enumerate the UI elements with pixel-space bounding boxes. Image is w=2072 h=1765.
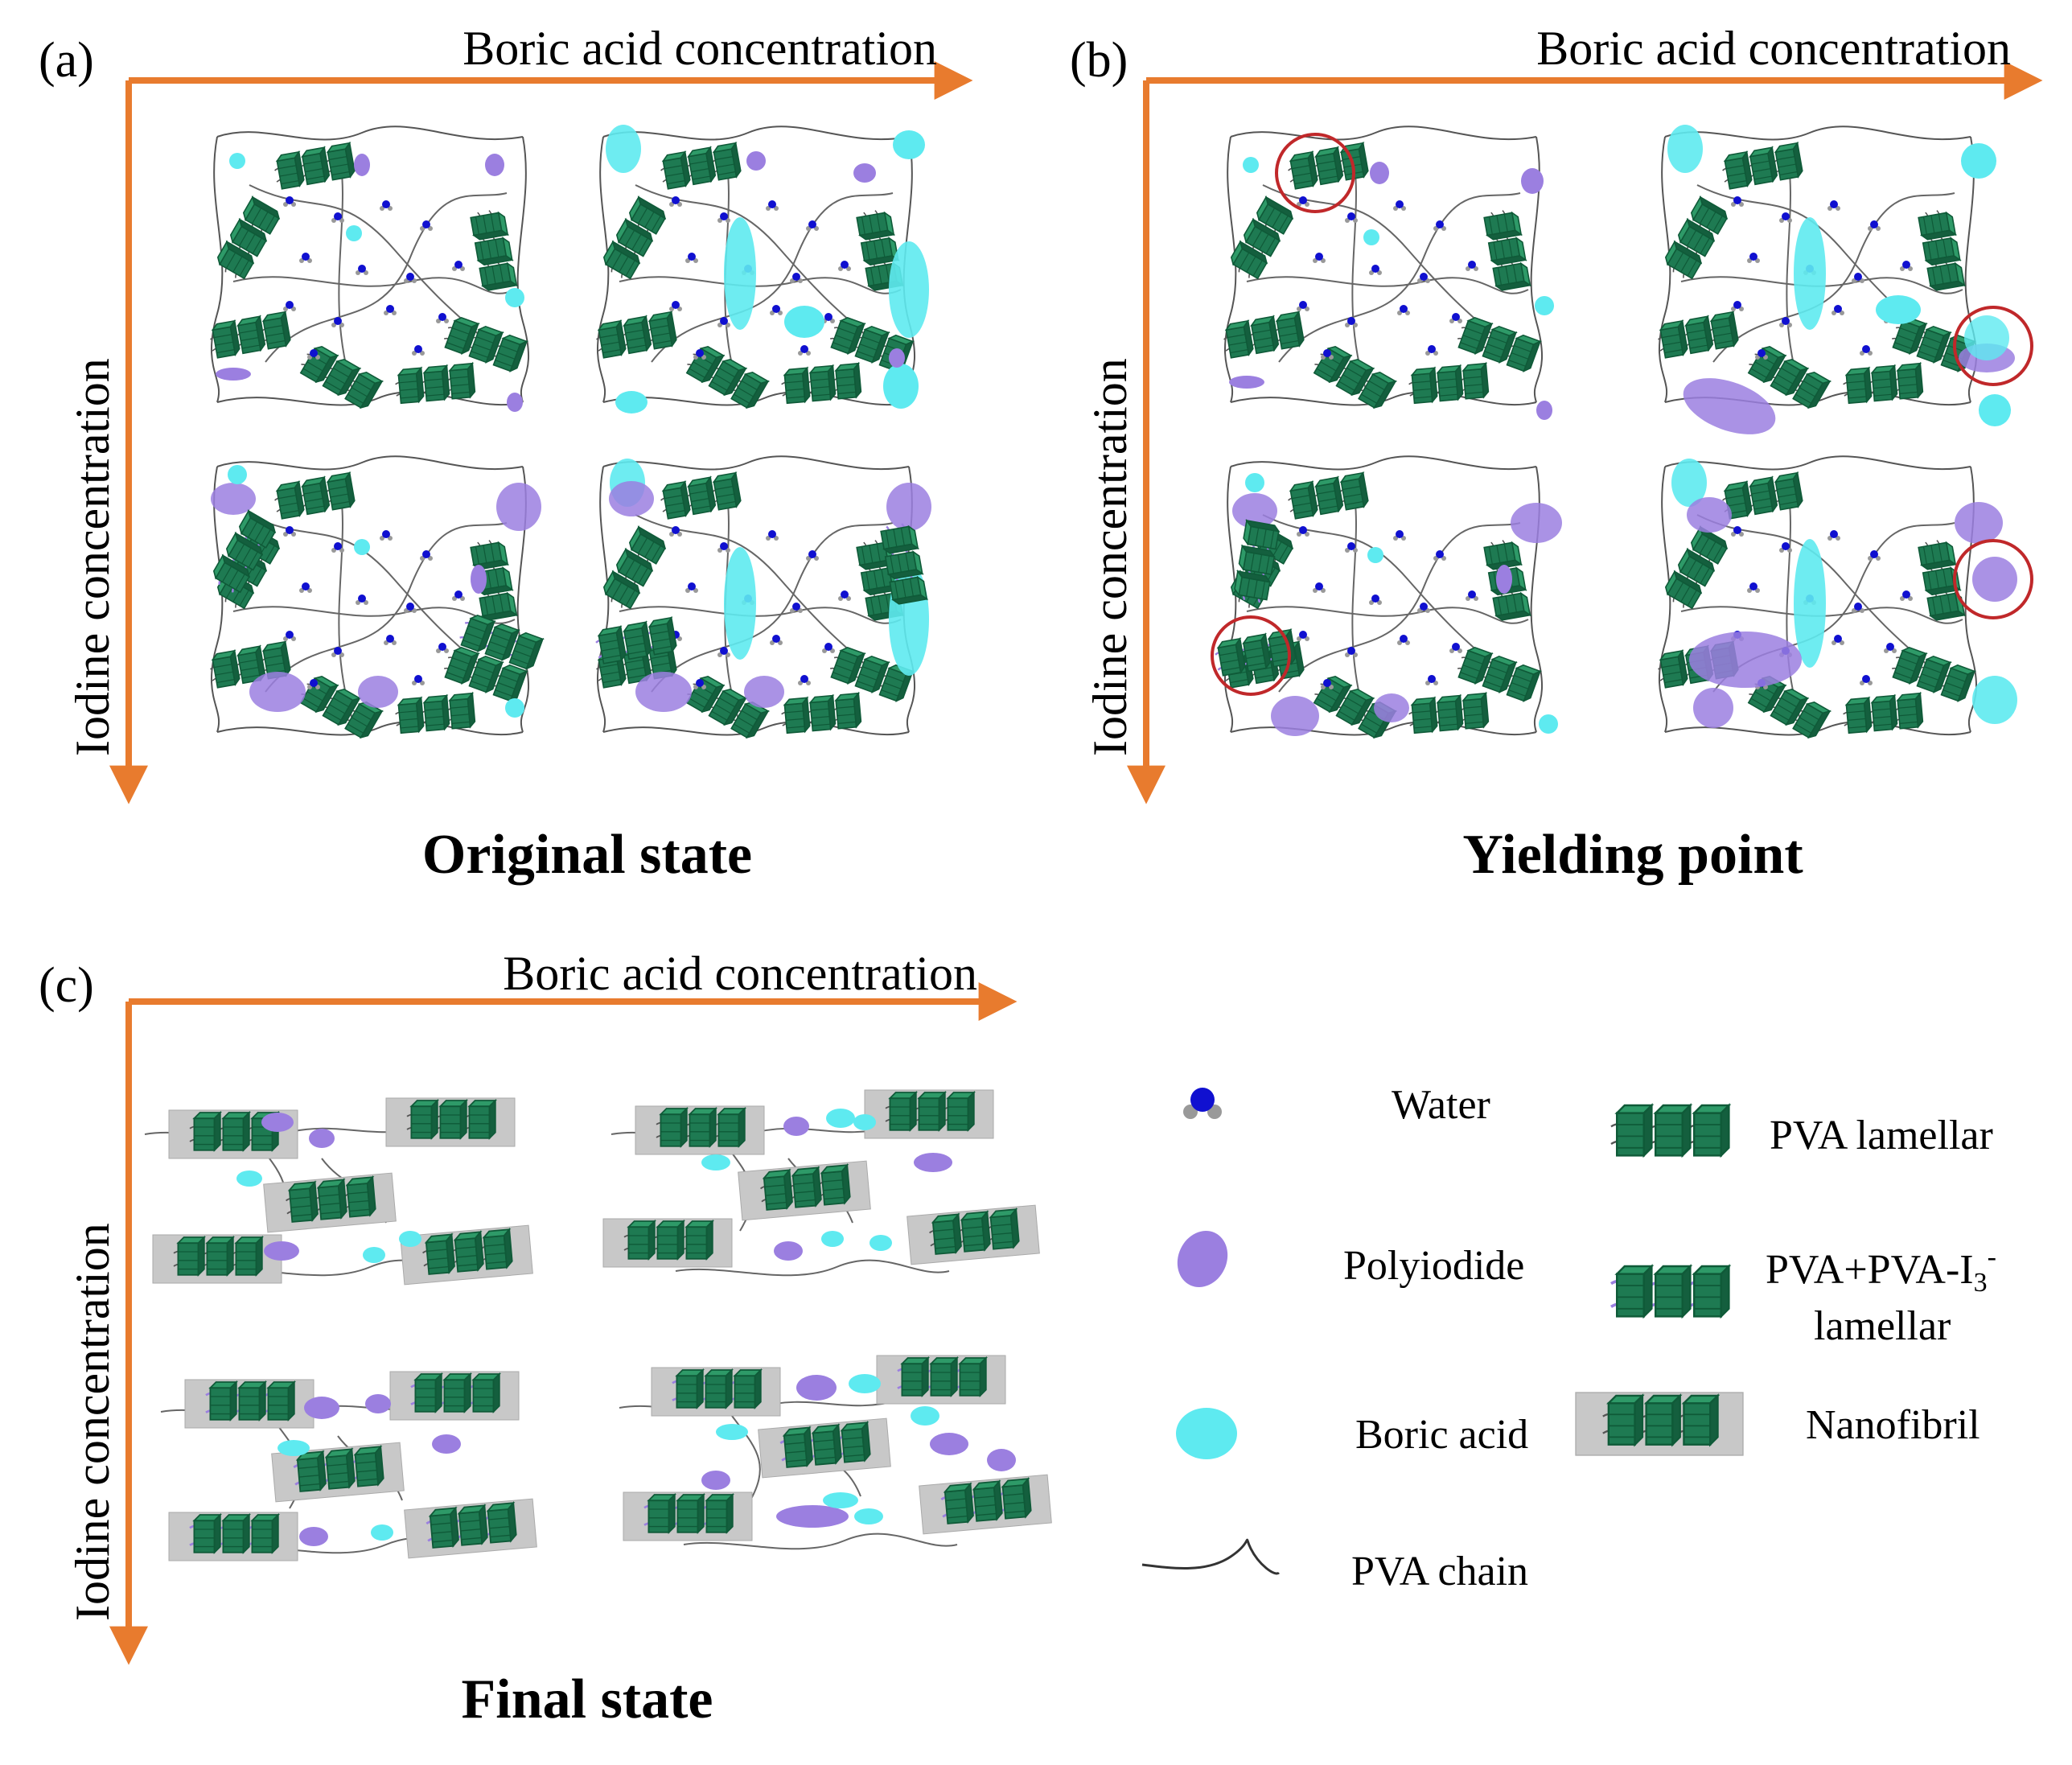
pva-i3-lamellar-icon bbox=[1611, 1266, 1729, 1316]
panel-b-highlight-circle-1 bbox=[1275, 133, 1355, 213]
legend-pva-i3-lamellar-label: PVA+PVA-I3- bbox=[1766, 1242, 1996, 1298]
panel-b: (b) Boric acid concentration Iodine conc… bbox=[1070, 22, 2043, 886]
panel-a-cell-high-iodine bbox=[208, 456, 543, 740]
panel-c: (c) Boric acid concentration Iodine conc… bbox=[39, 947, 1051, 1730]
panel-a-cell-high-both bbox=[594, 456, 931, 740]
panel-c-cluster-low-low bbox=[144, 1098, 532, 1285]
panel-b-label: (b) bbox=[1070, 33, 1128, 88]
panel-a-cell-low-low bbox=[208, 126, 528, 412]
legend: Water Polyiodide Boric acid PVA chain PV… bbox=[1141, 1082, 1996, 1594]
panel-b-title: Yielding point bbox=[1462, 824, 1803, 886]
panel-b-cell-high-iodine bbox=[1211, 456, 1562, 740]
panel-b-cell-low-low bbox=[1222, 126, 1554, 420]
panel-b-x-axis-label: Boric acid concentration bbox=[1536, 22, 2011, 75]
panel-c-title: Final state bbox=[461, 1668, 713, 1730]
legend-water-label: Water bbox=[1392, 1082, 1490, 1128]
panel-b-cell-high-both bbox=[1656, 456, 2033, 740]
panel-b-cell-high-boric bbox=[1656, 125, 2033, 434]
panel-c-cluster-high-iodine bbox=[160, 1372, 536, 1561]
legend-pva-lamellar-label: PVA lamellar bbox=[1770, 1113, 1993, 1158]
panel-b-highlight-circle-4 bbox=[1953, 539, 2033, 619]
boric-acid-blob-icon bbox=[1176, 1408, 1237, 1459]
polyiodide-blob-icon bbox=[1177, 1230, 1228, 1288]
panel-c-label: (c) bbox=[39, 958, 94, 1013]
panel-a-title: Original state bbox=[422, 824, 752, 886]
panel-c-cluster-high-boric bbox=[603, 1090, 1039, 1277]
panel-c-cluster-high-both bbox=[619, 1356, 1051, 1550]
panel-a-cell-high-boric bbox=[594, 125, 929, 413]
panel-a-label: (a) bbox=[39, 33, 94, 88]
panel-a: (a) Boric acid concentration Iodine conc… bbox=[39, 22, 973, 886]
legend-nanofibril-label: Nanofibril bbox=[1806, 1402, 1980, 1448]
panel-b-highlight-circle-3 bbox=[1211, 615, 1291, 696]
panel-b-y-axis-label: Iodine concentration bbox=[1083, 358, 1137, 756]
panel-b-highlight-circle-2 bbox=[1953, 306, 2033, 386]
legend-pva-i3-lamellar-label-line2: lamellar bbox=[1814, 1303, 1951, 1349]
pva-lamellar-icon bbox=[1611, 1105, 1729, 1155]
panel-c-x-axis-label: Boric acid concentration bbox=[503, 947, 977, 1000]
legend-pva-chain-label: PVA chain bbox=[1351, 1549, 1528, 1594]
pva-chain-icon bbox=[1141, 1538, 1281, 1575]
panel-a-y-axis-label: Iodine concentration bbox=[66, 358, 119, 756]
panel-c-y-axis-label: Iodine concentration bbox=[66, 1223, 119, 1621]
legend-polyiodide-label: Polyiodide bbox=[1343, 1243, 1524, 1289]
water-molecule-icon bbox=[1183, 1088, 1222, 1119]
nanofibril-icon bbox=[1576, 1393, 1743, 1455]
panel-a-x-axis-label: Boric acid concentration bbox=[462, 22, 937, 75]
legend-boric-acid-label: Boric acid bbox=[1355, 1412, 1528, 1458]
